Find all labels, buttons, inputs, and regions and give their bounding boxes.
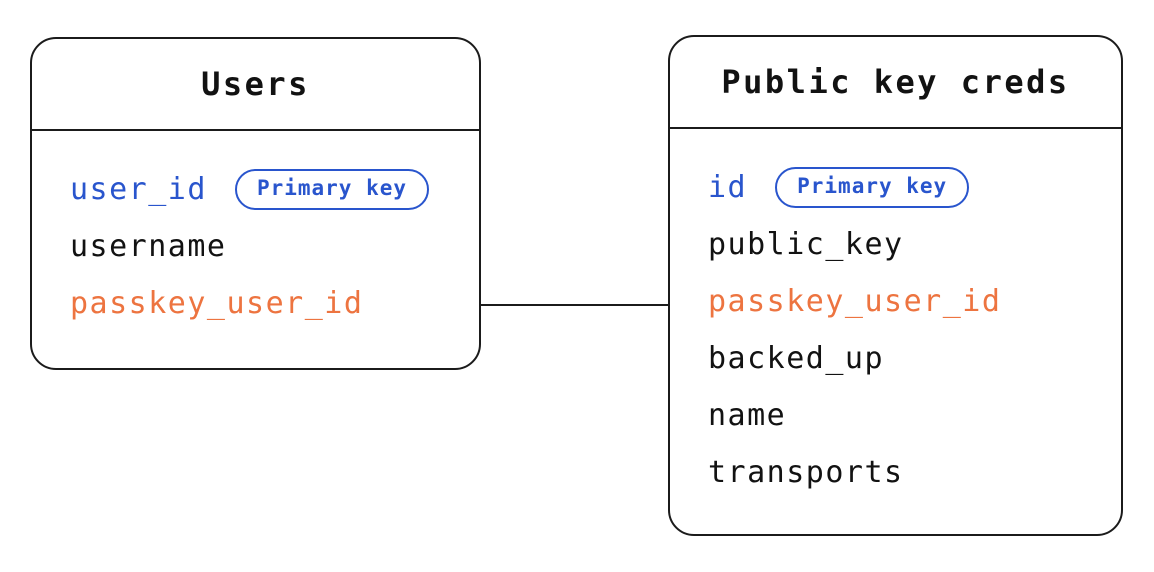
field-row-passkey-user-id: passkey_user_id	[708, 273, 1121, 330]
field-label-passkey-user-id: passkey_user_id	[70, 286, 364, 321]
field-row-transports: transports	[708, 444, 1121, 501]
users-table-fields: user_id Primary key username passkey_use…	[32, 131, 479, 332]
field-label-passkey-user-id: passkey_user_id	[708, 284, 1002, 319]
field-label-user-id: user_id	[70, 172, 207, 207]
users-table-title: Users	[32, 39, 479, 131]
field-row-username: username	[70, 218, 479, 275]
field-row-backed-up: backed_up	[708, 330, 1121, 387]
field-label-backed-up: backed_up	[708, 341, 885, 376]
public-key-creds-table: Public key creds id Primary key public_k…	[668, 35, 1123, 536]
field-label-transports: transports	[708, 455, 904, 490]
primary-key-badge: Primary key	[234, 169, 430, 210]
field-label-id: id	[708, 170, 748, 205]
field-label-name: name	[708, 398, 787, 433]
field-label-public-key: public_key	[708, 227, 904, 262]
field-row-passkey-user-id: passkey_user_id	[70, 275, 479, 332]
field-row-id: id Primary key	[708, 159, 1121, 216]
field-row-public-key: public_key	[708, 216, 1121, 273]
field-label-username: username	[70, 229, 227, 264]
field-row-name: name	[708, 387, 1121, 444]
users-table: Users user_id Primary key username passk…	[30, 37, 481, 370]
field-row-user-id: user_id Primary key	[70, 161, 479, 218]
relationship-line	[481, 304, 668, 306]
public-key-creds-table-fields: id Primary key public_key passkey_user_i…	[670, 129, 1121, 501]
public-key-creds-table-title: Public key creds	[670, 37, 1121, 129]
primary-key-badge: Primary key	[775, 167, 970, 208]
